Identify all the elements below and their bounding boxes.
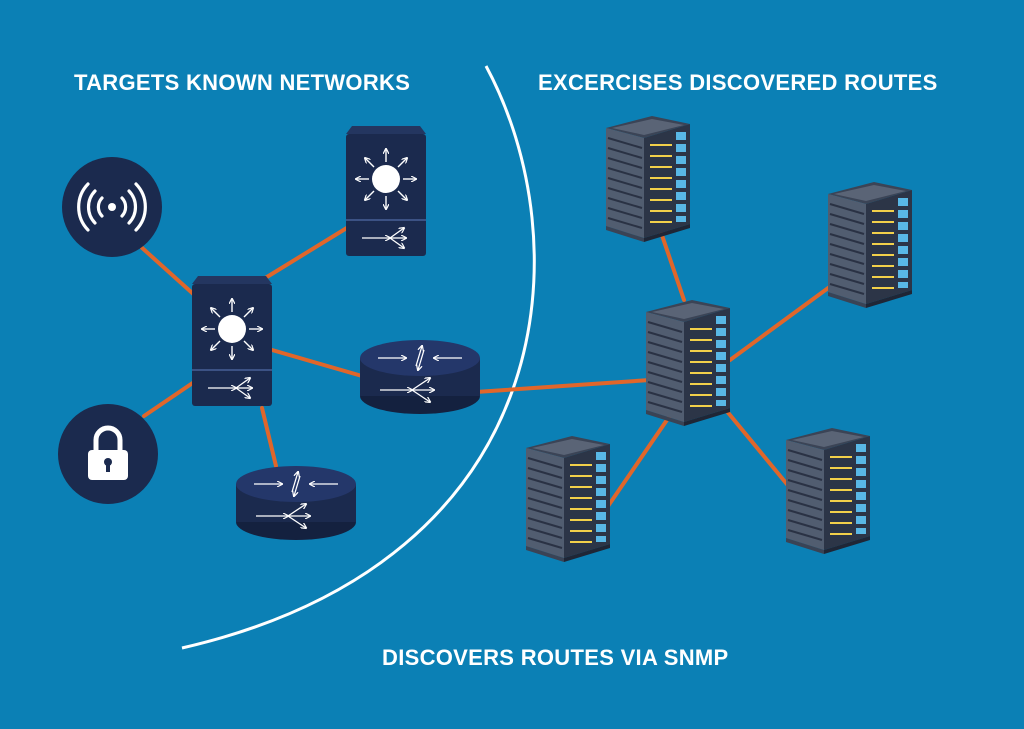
router-icon [236,466,356,540]
wireless-node [62,157,162,257]
server-top [605,115,691,243]
link-lock-core [142,376,202,418]
server-rack-icon [605,115,691,243]
wifi-icon [77,182,147,232]
link-core-router-lower [260,406,278,468]
router-icon [360,340,480,414]
core-switch [192,276,272,406]
label-exercises-discovered-routes: EXCERCISES DISCOVERED ROUTES [538,70,938,95]
server-right [827,181,913,309]
lock-icon [88,425,128,480]
server-rack-icon [645,299,731,427]
server-rack-icon [827,181,913,309]
layer3-switch-icon [192,276,272,406]
link-wireless-core [138,244,202,302]
router-lower [236,466,356,540]
label-discovers-routes-via-snmp: DISCOVERS ROUTES VIA SNMP [382,645,729,670]
upper-switch [346,126,426,256]
server-rack-icon [785,427,871,555]
server-bottom [785,427,871,555]
server-hub [645,299,731,427]
server-rack-icon [525,435,611,563]
router-center [360,340,480,414]
link-core-upper [260,224,352,282]
lock-node [58,404,158,504]
link-core-router [270,348,364,378]
layer3-switch-icon [346,126,426,256]
label-targets-known-networks: TARGETS KNOWN NETWORKS [74,70,411,95]
link-router-hub [474,378,652,394]
server-left [525,435,611,563]
